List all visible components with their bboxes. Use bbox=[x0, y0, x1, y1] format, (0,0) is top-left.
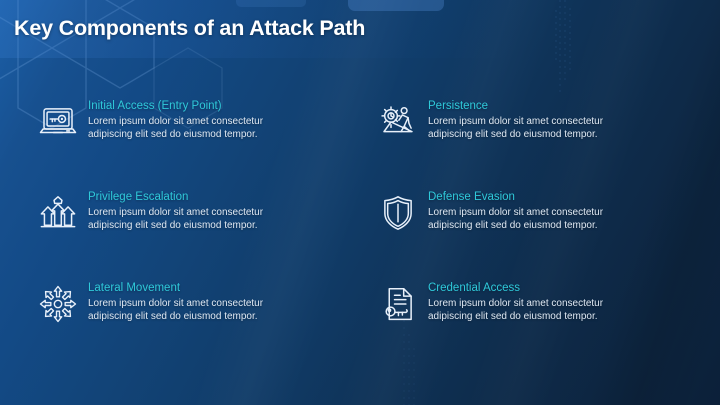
component-item-initial-access[interactable]: Initial Access (Entry Point) Lorem ipsum… bbox=[36, 98, 336, 144]
component-text: Privilege Escalation Lorem ipsum dolor s… bbox=[88, 189, 303, 232]
component-text: Initial Access (Entry Point) Lorem ipsum… bbox=[88, 98, 303, 141]
component-text: Lateral Movement Lorem ipsum dolor sit a… bbox=[88, 280, 303, 323]
component-heading: Privilege Escalation bbox=[88, 191, 189, 203]
component-heading: Persistence bbox=[428, 100, 489, 112]
component-text: Defense Evasion Lorem ipsum dolor sit am… bbox=[428, 189, 643, 232]
eight-direction-arrows-icon bbox=[36, 282, 80, 326]
components-grid: Initial Access (Entry Point) Lorem ipsum… bbox=[0, 88, 720, 358]
document-key-icon bbox=[376, 282, 420, 326]
component-heading: Defense Evasion bbox=[428, 191, 515, 203]
component-body: Lorem ipsum dolor sit amet consectetur a… bbox=[428, 298, 604, 322]
component-item-defense-evasion[interactable]: Defense Evasion Lorem ipsum dolor sit am… bbox=[376, 189, 676, 235]
component-item-privilege-escalation[interactable]: Privilege Escalation Lorem ipsum dolor s… bbox=[36, 189, 336, 235]
component-heading: Initial Access (Entry Point) bbox=[88, 100, 222, 112]
shield-icon bbox=[376, 191, 420, 235]
page-title: Key Components of an Attack Path bbox=[14, 16, 366, 40]
component-heading: Credential Access bbox=[428, 282, 521, 294]
component-body: Lorem ipsum dolor sit amet consectetur a… bbox=[88, 207, 264, 231]
top-chip-decoration bbox=[348, 0, 444, 11]
component-text: Persistence Lorem ipsum dolor sit amet c… bbox=[428, 98, 643, 141]
component-item-persistence[interactable]: Persistence Lorem ipsum dolor sit amet c… bbox=[376, 98, 676, 144]
component-body: Lorem ipsum dolor sit amet consectetur a… bbox=[428, 116, 604, 140]
laptop-key-icon bbox=[36, 100, 80, 144]
component-body: Lorem ipsum dolor sit amet consectetur a… bbox=[88, 298, 264, 322]
component-text: Credential Access Lorem ipsum dolor sit … bbox=[428, 280, 643, 323]
rising-arrows-crown-icon bbox=[36, 191, 80, 235]
component-item-credential-access[interactable]: Credential Access Lorem ipsum dolor sit … bbox=[376, 280, 676, 326]
top-chip-decoration-secondary bbox=[236, 0, 306, 7]
person-pushing-gear-icon bbox=[376, 100, 420, 144]
component-body: Lorem ipsum dolor sit amet consectetur a… bbox=[428, 207, 604, 231]
component-body: Lorem ipsum dolor sit amet consectetur a… bbox=[88, 116, 264, 140]
component-heading: Lateral Movement bbox=[88, 282, 181, 294]
component-item-lateral-movement[interactable]: Lateral Movement Lorem ipsum dolor sit a… bbox=[36, 280, 336, 326]
